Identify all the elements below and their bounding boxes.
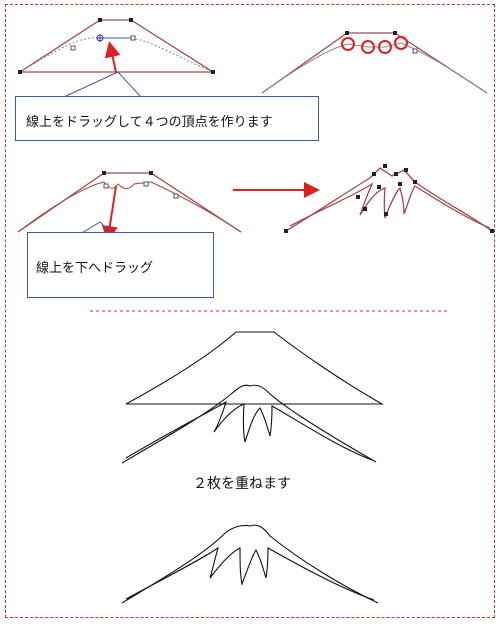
mountain-step1-result [261,31,488,94]
callout-step1: 線上をドラッグして４つの頂点を作ります [15,96,319,141]
mountain-step2-result [284,164,494,233]
arrow-icon [101,185,118,242]
callout-step2-text: 線上を下へドラッグ [36,261,154,276]
overlay-caption: ２枚を重ねます [193,476,291,492]
page-frame [5,4,495,618]
mountain-step2 [17,171,242,242]
mountain-step1 [17,18,216,74]
callout-pointer [65,71,141,97]
mountain-combined-outline [121,524,379,604]
arrow-icon [104,41,121,73]
mountain-base-outline [121,384,377,464]
vertex-handle-icon[interactable] [96,34,104,42]
callout-step2: 線上を下へドラッグ [27,232,214,298]
callout-step1-text: 線上をドラッグして４つの頂点を作ります [26,115,273,130]
mountain-cap-outline [125,331,385,405]
